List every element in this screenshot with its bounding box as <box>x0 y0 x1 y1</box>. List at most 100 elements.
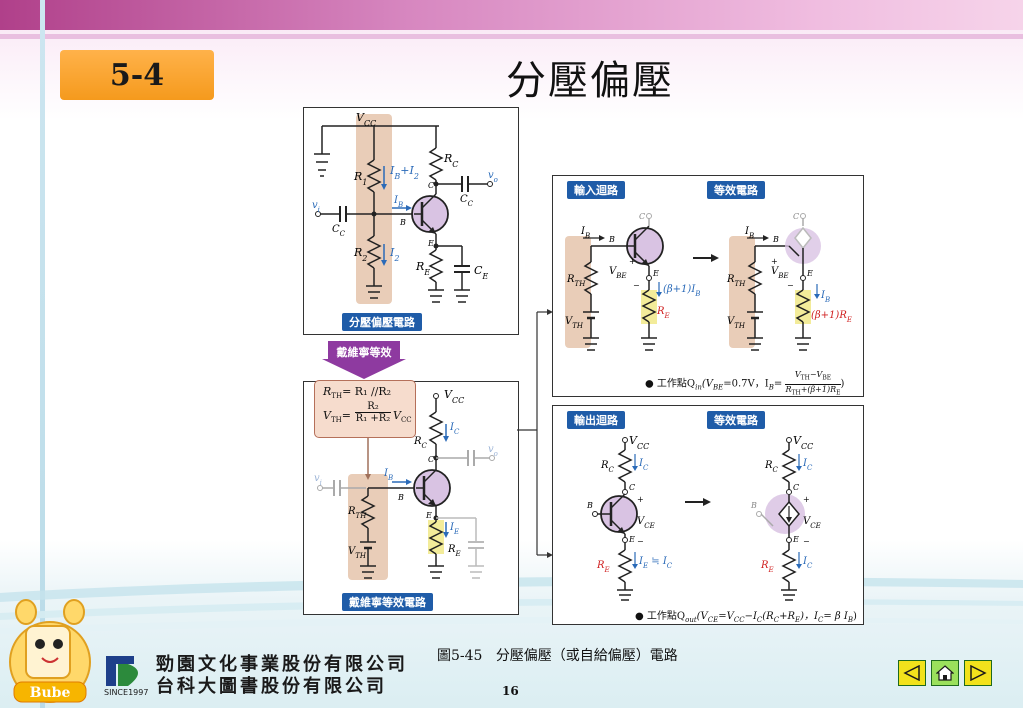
svg-text:VCC: VCC <box>793 434 813 451</box>
company-names: 勁園文化事業股份有限公司 台科大圖書股份有限公司 <box>156 654 408 698</box>
svg-text:C: C <box>629 483 635 492</box>
svg-text:RC: RC <box>443 152 458 169</box>
rth-formula: RTH= R₁ //R₂ <box>323 385 392 401</box>
svg-text:RE: RE <box>596 560 610 574</box>
svg-text:CC: CC <box>332 224 346 238</box>
svg-text:VCC: VCC <box>629 434 649 451</box>
svg-text:vo: vo <box>488 170 498 184</box>
svg-text:IE ≒ IC: IE ≒ IC <box>638 556 673 570</box>
thevenin-circuit-diagram: vi IB B RTH VTH <box>314 388 498 580</box>
svg-text:E: E <box>792 535 799 544</box>
svg-text:C: C <box>793 483 799 492</box>
company-logo-icon <box>106 656 138 686</box>
svg-text:B: B <box>399 218 406 227</box>
svg-text:C: C <box>428 455 434 464</box>
output-equivalent-label: 等效電路 <box>707 411 765 429</box>
svg-text:E: E <box>628 535 635 544</box>
prev-button[interactable] <box>898 660 926 686</box>
svg-text:IE: IE <box>449 522 459 536</box>
svg-text:VBE: VBE <box>771 266 789 280</box>
svg-text:−: − <box>633 281 640 290</box>
top-band <box>0 0 1023 30</box>
mascot-icon: Bube <box>9 599 91 703</box>
left-vertical-line <box>40 0 45 708</box>
section-number-badge: 5-4 <box>60 50 214 100</box>
svg-text:IB: IB <box>820 290 830 304</box>
company-name-1: 勁園文化事業股份有限公司 <box>156 654 408 675</box>
svg-text:−: − <box>637 537 644 546</box>
svg-text:IB: IB <box>580 226 590 240</box>
input-ib-fraction: VTH−VBE RTH+(β+1)RE <box>785 370 841 397</box>
svg-text:C: C <box>793 212 799 221</box>
svg-text:−: − <box>787 281 794 290</box>
svg-text:+: + <box>771 257 778 266</box>
svg-text:B: B <box>750 501 757 510</box>
left-triangle-icon <box>903 665 920 681</box>
vth-fraction: R₂ R₁ +R₂ <box>355 401 391 424</box>
svg-text:−: − <box>803 537 810 546</box>
home-button[interactable] <box>931 660 959 686</box>
voltage-divider-circuit-diagram: VCC R1 R2 IB+I2 I2 IB B C E RC RE CE CC … <box>312 111 498 304</box>
output-loop-panel: 輸出迴路 等效電路 VCC RC IC C B + VCE − E RE IE … <box>552 405 864 625</box>
panel-connector-lines <box>517 309 553 558</box>
svg-text:RE: RE <box>415 260 430 277</box>
svg-text:IB: IB <box>393 195 403 209</box>
mascot-text: Bube <box>30 685 71 701</box>
input-loop-diagram: RTH VTH IB B C E + − VBE RE (β+1)IB <box>565 212 852 351</box>
figure-caption: 圖5-45 分壓偏壓（或自給偏壓）電路 <box>437 648 678 664</box>
svg-text:vo: vo <box>488 444 498 458</box>
next-button[interactable] <box>964 660 992 686</box>
svg-text:+: + <box>637 495 644 504</box>
svg-text:I2: I2 <box>389 246 399 263</box>
svg-text:VBE: VBE <box>609 266 627 280</box>
home-icon <box>936 665 954 681</box>
output-loop-label: 輸出迴路 <box>567 411 625 429</box>
svg-text:B: B <box>772 235 779 244</box>
svg-text:vi: vi <box>312 200 320 214</box>
svg-text:B: B <box>608 235 615 244</box>
page-title: 分壓偏壓 <box>506 58 674 104</box>
output-qpoint-note: ● 工作點Qout(VCE=VCC−IC(RC+RE)，IC= β IB) <box>635 611 857 624</box>
svg-text:E: E <box>427 239 434 248</box>
voltage-divider-circuit-label: 分壓偏壓電路 <box>342 313 422 331</box>
svg-text:CC: CC <box>460 194 474 208</box>
svg-text:VCE: VCE <box>803 516 821 530</box>
thevenin-formula-box: RTH= R₁ //R₂ VTH= R₂ R₁ +R₂ VCC <box>314 380 416 438</box>
thevenin-arrow <box>322 341 406 379</box>
output-loop-diagram: VCC RC IC C B + VCE − E RE IE ≒ IC <box>586 434 821 601</box>
thevenin-arrow-label: 戴維寧等效 <box>336 346 392 359</box>
svg-text:vi: vi <box>314 473 322 487</box>
svg-text:IB: IB <box>383 468 393 482</box>
page-number: 16 <box>502 684 519 698</box>
svg-text:RC: RC <box>413 436 428 450</box>
input-qpoint-note: ● 工作點Qin(VBE=0.7V，IB= VTH−VBE RTH+(β+1)R… <box>645 370 845 397</box>
svg-text:E: E <box>806 269 813 278</box>
svg-text:IC: IC <box>449 422 460 436</box>
svg-text:+: + <box>629 257 636 266</box>
svg-text:RE: RE <box>760 560 774 574</box>
input-loop-label: 輸入迴路 <box>567 181 625 199</box>
svg-text:RC: RC <box>600 460 615 474</box>
svg-text:IC: IC <box>802 556 813 570</box>
svg-text:RC: RC <box>764 460 779 474</box>
svg-text:(β+1)RE: (β+1)RE <box>811 310 852 324</box>
svg-text:IB+I2: IB+I2 <box>389 164 419 181</box>
svg-text:IC: IC <box>802 458 813 472</box>
svg-text:VCC: VCC <box>444 388 464 405</box>
svg-text:RE: RE <box>447 544 461 558</box>
svg-text:B: B <box>586 501 593 510</box>
svg-text:IC: IC <box>638 458 649 472</box>
svg-text:IB: IB <box>744 226 754 240</box>
svg-text:+: + <box>803 495 810 504</box>
svg-text:B: B <box>397 493 404 502</box>
company-name-2: 台科大圖書股份有限公司 <box>156 676 387 697</box>
svg-text:C: C <box>428 181 434 190</box>
svg-text:C: C <box>639 212 645 221</box>
top-line <box>0 34 1023 39</box>
svg-text:RE: RE <box>656 306 670 320</box>
since-label: SINCE1997 <box>104 688 149 697</box>
svg-text:CE: CE <box>474 264 488 281</box>
svg-text:(β+1)IB: (β+1)IB <box>663 284 700 298</box>
right-triangle-icon <box>970 665 987 681</box>
svg-text:VCE: VCE <box>637 516 655 530</box>
